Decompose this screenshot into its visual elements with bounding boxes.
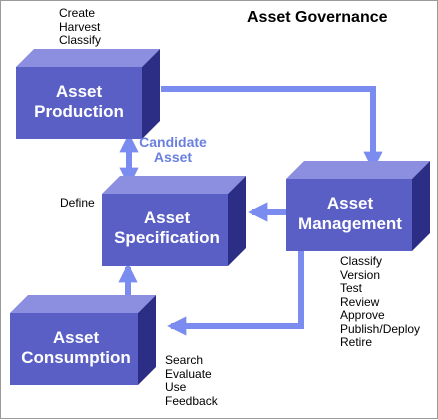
consumption-activities-list: Search Evaluate Use Feedback xyxy=(165,353,218,408)
activity-item: Search xyxy=(165,353,204,367)
activity-item: Feedback xyxy=(165,393,218,408)
activity-item: Use xyxy=(165,380,187,394)
candidate-asset-label: Candidate Asset xyxy=(139,134,207,165)
production-activities-list: Create Harvest Classify xyxy=(59,6,102,48)
asset-specification-box: Asset Specification xyxy=(102,176,246,266)
box-label-line1: Asset xyxy=(327,194,374,213)
box-front-face xyxy=(10,313,138,385)
box-front-face xyxy=(102,194,228,266)
box-label-line2: Production xyxy=(34,102,124,121)
activity-item: Evaluate xyxy=(165,366,212,381)
specification-activities-list: Define xyxy=(60,196,95,211)
box-top-face xyxy=(102,176,246,194)
connectors xyxy=(118,86,383,336)
activity-item: Classify xyxy=(59,33,102,47)
box-top-face xyxy=(286,161,430,179)
box-side-face xyxy=(138,295,156,385)
box-top-face xyxy=(10,295,156,313)
activity-item: Define xyxy=(60,196,95,210)
box-front-face xyxy=(286,179,412,251)
connector-label-line1: Candidate xyxy=(139,134,207,150)
diagram-title: Asset Governance xyxy=(247,9,388,26)
management-activities-list: Classify Version Test Review Approve Pub… xyxy=(340,254,421,350)
activity-item: Test xyxy=(340,281,363,295)
connector-label-line2: Asset xyxy=(154,149,192,165)
box-side-face xyxy=(142,49,160,139)
activity-item: Harvest xyxy=(59,19,101,34)
activity-item: Classify xyxy=(340,254,383,268)
activity-item: Version xyxy=(340,267,381,282)
box-label-line1: Asset xyxy=(53,328,100,347)
asset-consumption-box: Asset Consumption xyxy=(10,295,156,385)
asset-management-box: Asset Management xyxy=(286,161,430,251)
box-label-line2: Consumption xyxy=(21,348,131,367)
activity-item: Retire xyxy=(340,335,373,349)
activity-item: Create xyxy=(59,6,96,20)
box-label-line1: Asset xyxy=(56,82,103,101)
box-label-line2: Specification xyxy=(114,228,220,247)
activity-item: Publish/Deploy xyxy=(340,321,421,336)
box-front-face xyxy=(16,67,142,139)
activity-item: Review xyxy=(340,294,380,309)
box-side-face xyxy=(228,176,246,266)
arrow-management-to-consumption xyxy=(167,251,304,336)
box-label-line1: Asset xyxy=(144,208,191,227)
arrow-production-to-management xyxy=(161,86,383,171)
asset-production-box: Asset Production xyxy=(16,49,160,139)
box-side-face xyxy=(412,161,430,251)
box-label-line2: Management xyxy=(298,214,402,233)
activity-item: Approve xyxy=(340,308,385,322)
box-top-face xyxy=(16,49,160,67)
